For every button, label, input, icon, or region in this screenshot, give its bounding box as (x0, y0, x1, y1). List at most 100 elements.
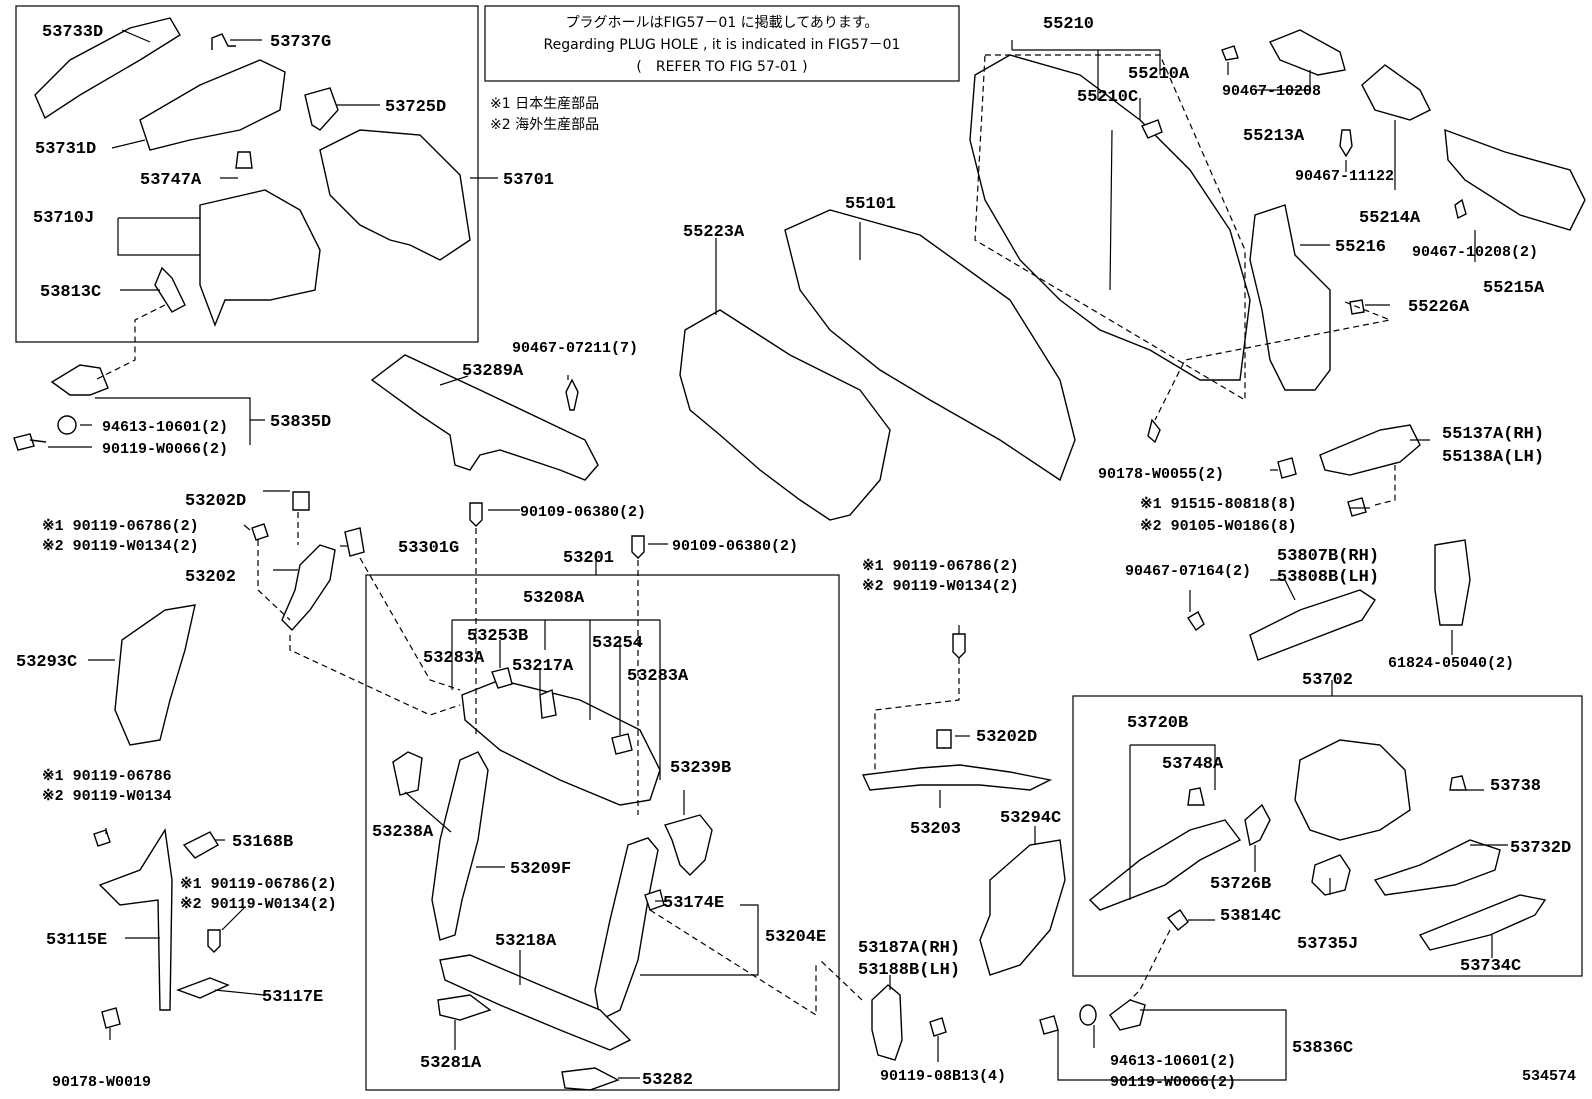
part-55210A (1141, 119, 1163, 139)
label-55213A: 55213A (1243, 127, 1305, 146)
part-53293C (114, 604, 196, 746)
label-53735J: 53735J (1297, 935, 1358, 954)
part-53814C (1166, 909, 1189, 931)
label-53807B: 53807B(RH) (1277, 547, 1379, 566)
part-bolt-90119-W0066-b (1039, 1015, 1059, 1035)
label-53202D: 53202D (185, 492, 246, 511)
part-53726B (1244, 803, 1271, 847)
part-53733D (34, 17, 181, 120)
part-53747A (235, 151, 253, 169)
part-53725D (304, 87, 339, 131)
label-53748A: 53748A (1162, 755, 1224, 774)
part-bolt-90109-06380-b (631, 535, 645, 559)
part-clip-90467-11122 (1339, 129, 1353, 158)
label-53732D: 53732D (1510, 839, 1571, 858)
label-53117E: 53117E (262, 988, 323, 1007)
part-bolt-90109-06380-a (469, 502, 483, 527)
part-53281A (437, 994, 492, 1021)
part-53807B (1249, 589, 1376, 661)
label-53747A: 53747A (140, 171, 202, 190)
part-53174E (644, 889, 665, 911)
label-90119-W0134-d: ※2 90119-W0134 (42, 788, 172, 805)
label-53289A: 53289A (462, 362, 524, 381)
label-53737G: 53737G (270, 33, 331, 52)
label-53254: 53254 (592, 634, 643, 653)
label-53720B: 53720B (1127, 714, 1188, 733)
part-61824-05040 (1434, 539, 1471, 626)
part-clip-90467-07164 (1187, 611, 1205, 632)
label-90178-W0019: 90178-W0019 (52, 1074, 151, 1091)
label-53301G: 53301G (398, 539, 459, 558)
label-53238A: 53238A (372, 823, 434, 842)
part-53294C (979, 839, 1066, 976)
label-53702: 53702 (1302, 671, 1353, 690)
part-clip-90467-07211 (565, 378, 579, 411)
label-94613-10601-b: 94613-10601(2) (1110, 1053, 1236, 1070)
label-55137A: 55137A(RH) (1442, 425, 1544, 444)
part-washer-94613-b (1079, 1004, 1097, 1026)
legend-japan-production: ※1 日本生産部品 (490, 96, 599, 112)
part-53202 (281, 544, 336, 632)
note-line-2: Regarding PLUG HOLE , it is indicated in… (544, 37, 901, 53)
part-53117E (175, 977, 230, 999)
label-90119-W0066: 90119-W0066(2) (102, 441, 228, 458)
label-53725D: 53725D (385, 98, 446, 117)
label-53734C: 53734C (1460, 957, 1521, 976)
part-53282 (561, 1067, 620, 1091)
part-53702 (1294, 739, 1411, 841)
label-53283A-b: 53283A (627, 667, 689, 686)
label-53733D: 53733D (42, 23, 103, 42)
label-55210: 55210 (1043, 15, 1094, 34)
label-53281A: 53281A (420, 1054, 482, 1073)
part-53289A (370, 354, 599, 481)
label-90119-W0134-a: ※2 90119-W0134(2) (42, 538, 199, 555)
label-55214A: 55214A (1359, 209, 1421, 228)
part-bolt-90119-06786-b (93, 829, 111, 847)
label-90105-W0186: ※2 90105-W0186(8) (1140, 518, 1297, 535)
part-bolt-90119-W0066 (13, 433, 47, 451)
part-53203 (861, 764, 1053, 791)
note-line-1: プラグホールはFIG57－01 に掲載してあります。 (566, 15, 879, 31)
label-53726B: 53726B (1210, 875, 1271, 894)
part-53735J (1311, 854, 1351, 896)
leader-lines (48, 29, 1508, 1081)
label-53174E: 53174E (663, 894, 724, 913)
label-55226A: 55226A (1408, 298, 1470, 317)
label-53738: 53738 (1490, 777, 1541, 796)
part-53204E (594, 837, 659, 1022)
part-53187A (871, 984, 903, 1061)
part-53835D (50, 364, 109, 396)
group-box-53701 (15, 5, 479, 343)
part-53734C (1418, 894, 1547, 951)
label-53808B: 53808B(LH) (1277, 568, 1379, 587)
part-bolt-53203 (952, 633, 966, 659)
label-90119-08B13: 90119-08B13(4) (880, 1068, 1006, 1085)
label-55210C: 55210C (1077, 88, 1138, 107)
label-53188B: 53188B(LH) (858, 961, 960, 980)
label-53836C: 53836C (1292, 1039, 1353, 1058)
part-bolt-90119-06786 (251, 523, 269, 541)
label-53731D: 53731D (35, 140, 96, 159)
part-53253B (491, 667, 513, 689)
label-90119-06786-a: ※1 90119-06786(2) (42, 518, 199, 535)
label-53208A: 53208A (523, 589, 585, 608)
part-55213A (1269, 29, 1346, 76)
part-55215A (1444, 128, 1586, 231)
label-55215A: 55215A (1483, 279, 1545, 298)
label-90467-10208-2: 90467-10208(2) (1412, 244, 1538, 261)
part-bolt-91515 (1347, 497, 1367, 517)
label-53283A-a: 53283A (423, 649, 485, 668)
part-nut-90178-W0055 (1277, 457, 1297, 479)
part-53239B (664, 814, 713, 876)
dashed-outline-55210 (974, 54, 1246, 402)
part-55137A (1319, 424, 1421, 476)
label-53239B: 53239B (670, 759, 731, 778)
label-53282: 53282 (642, 1071, 693, 1090)
part-53710J (199, 189, 321, 327)
part-55214A (1361, 64, 1431, 121)
label-53813C: 53813C (40, 283, 101, 302)
part-53218A (439, 954, 632, 1051)
label-94613-10601: 94613-10601(2) (102, 419, 228, 436)
label-90109-06380-a: 90109-06380(2) (520, 504, 646, 521)
